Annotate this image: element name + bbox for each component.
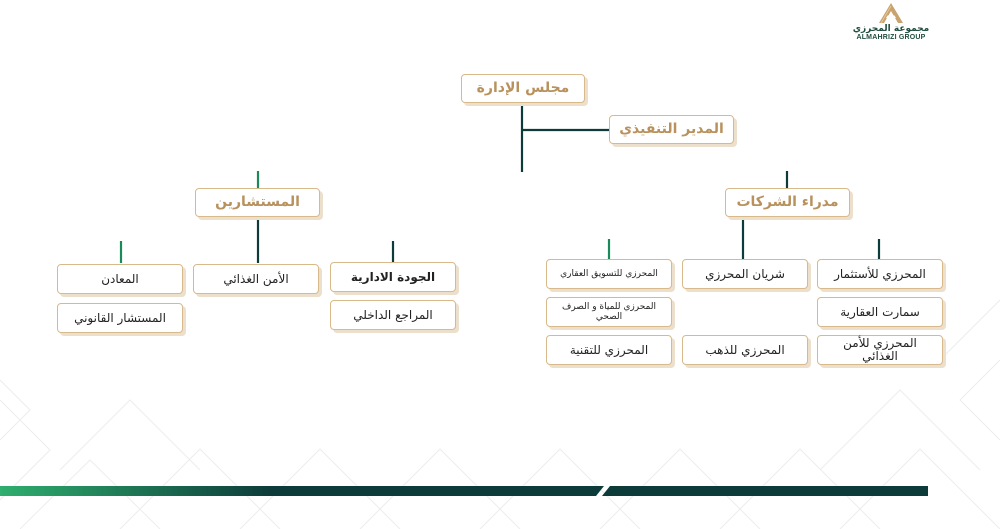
company-node: المحرزي للمياة و الصرف الصحي (546, 297, 672, 327)
advisor-node: المعادن (57, 264, 183, 294)
advisors-node: المستشارين (195, 188, 320, 217)
company-node: المحرزي للتسويق العقاري (546, 259, 672, 289)
company-node: المحرزي للأمن الغذائي (817, 335, 943, 365)
company-node: المحرزي للأستثمار (817, 259, 943, 289)
company-logo: مجموعة المحرزي ALMAHRIZI GROUP (846, 2, 936, 48)
logo-english-name: ALMAHRIZI GROUP (856, 34, 926, 41)
company-node: المحرزي للتقنية (546, 335, 672, 365)
advisor-node: المراجع الداخلي (330, 300, 456, 330)
bottom-accent-bar (0, 486, 928, 496)
logo-arabic-name: مجموعة المحرزي (852, 24, 930, 34)
company-node: المحرزي للذهب (682, 335, 808, 365)
companies-node: مدراء الشركات (725, 188, 850, 217)
advisor-node: الأمن الغذائي (193, 264, 319, 294)
advisor-node: المستشار القانوني (57, 303, 183, 333)
board-node: مجلس الإدارة (461, 74, 585, 103)
company-node: شريان المحرزي (682, 259, 808, 289)
advisor-node: الجودة الادارية (330, 262, 456, 292)
triangle-a-logo-icon (879, 3, 903, 24)
company-node: سمارت العقارية (817, 297, 943, 327)
ceo-node: المدير التنفيذي (609, 115, 734, 144)
